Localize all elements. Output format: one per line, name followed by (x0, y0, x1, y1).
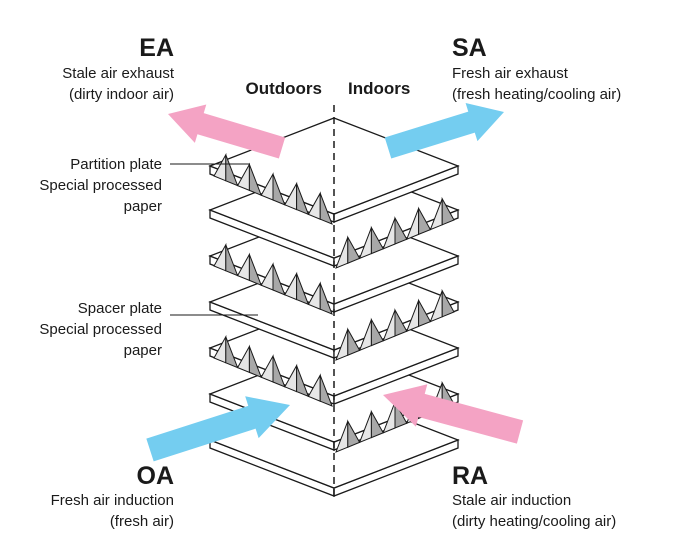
spacer-plate-label: Spacer plate (77, 300, 162, 317)
flute-face-dark (248, 164, 263, 197)
partition-plate-label: Partition plate (70, 156, 162, 173)
sa-description-line2: (fresh heating/cooling air) (452, 86, 622, 103)
flute-face-dark (296, 365, 310, 398)
outdoors-label: Outdoors (245, 79, 323, 98)
sa-blue-arrow (384, 102, 504, 159)
flute-face-dark (225, 154, 239, 187)
flute-face-dark (272, 263, 286, 296)
flute-face-dark (347, 419, 361, 448)
oa-description-line1: Fresh air induction (50, 492, 174, 509)
ra-description-line2: (dirty heating/cooling air) (452, 513, 617, 530)
ra-description-line1: Stale air induction (452, 492, 572, 509)
flute-face-dark (394, 308, 408, 337)
flute-face-dark (319, 283, 333, 315)
flute-face-dark (296, 273, 310, 306)
flute-face-dark (418, 298, 432, 328)
sa-abbreviation: SA (452, 34, 487, 62)
flute-face-dark (319, 193, 333, 225)
arrows-front-layer (146, 102, 524, 462)
partition-material-label: Special processed (39, 177, 162, 194)
partition-material-label-cont: paper (123, 198, 162, 215)
ra-pink-arrow (383, 384, 524, 444)
spacer-flutes-left (213, 152, 333, 225)
flute-face-dark (225, 336, 239, 369)
spacer-material-label: Special processed (39, 321, 162, 338)
flute-face-dark (347, 235, 361, 264)
ea-description-line2: (dirty indoor air) (68, 86, 174, 103)
flute-face-dark (272, 173, 286, 206)
plate-stack (208, 117, 460, 497)
ra-abbreviation: RA (452, 462, 489, 490)
flute-face-dark (441, 196, 455, 226)
oa-abbreviation: OA (136, 462, 175, 490)
spacer-flutes-right (335, 196, 455, 269)
flute-face-dark (347, 327, 361, 356)
spacer-flutes-left (213, 334, 333, 407)
spacer-flutes-left (213, 242, 333, 315)
indoors-label: Indoors (348, 79, 411, 98)
flute-face-dark (296, 183, 310, 216)
ea-pink-arrow (168, 104, 286, 159)
spacer-material-label-cont: paper (123, 342, 162, 359)
flute-face-dark (370, 409, 384, 439)
flute-face-dark (418, 206, 432, 236)
spacer-flutes-right (335, 288, 455, 361)
ea-abbreviation: EA (139, 34, 174, 62)
sa-description-line1: Fresh air exhaust (452, 65, 568, 82)
flute-face-dark (319, 375, 333, 407)
flute-face-dark (370, 225, 384, 255)
flute-face-dark (225, 244, 239, 277)
flute-face-dark (248, 254, 263, 287)
flute-face-dark (441, 288, 455, 318)
ea-description-line1: Stale air exhaust (62, 65, 174, 82)
flute-face-dark (394, 216, 408, 245)
oa-description-line2: (fresh air) (109, 513, 174, 530)
flute-face-dark (248, 346, 263, 379)
flute-face-dark (272, 355, 286, 388)
oa-blue-arrow (146, 396, 290, 462)
flute-face-dark (370, 317, 384, 347)
